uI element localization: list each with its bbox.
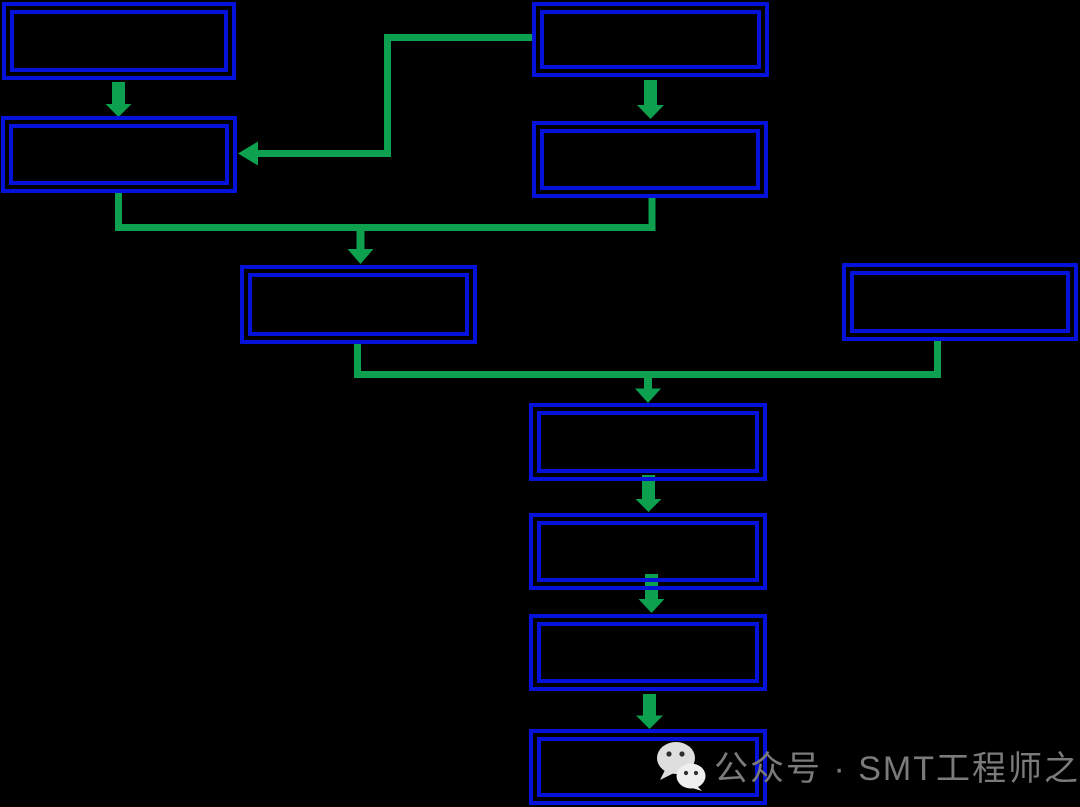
flow-node-chain-1 — [529, 403, 767, 481]
thick-arrow-down-icon — [637, 80, 664, 119]
connector-topright-to-left — [254, 34, 533, 157]
flow-node-chain-3 — [529, 614, 767, 691]
arrowhead-left-icon — [238, 141, 258, 166]
thick-arrow-down-icon — [105, 82, 132, 117]
flow-node-inner — [10, 10, 228, 72]
flow-node-chain-4 — [529, 729, 767, 805]
flow-node-inner — [9, 124, 229, 185]
flow-node-inner — [850, 271, 1070, 333]
flow-node-inner — [537, 521, 759, 582]
flow-node-top-right-1 — [532, 2, 769, 77]
arrowhead-down-icon — [635, 388, 661, 403]
flow-node-inner — [540, 129, 760, 190]
arrowhead-down-icon — [347, 249, 374, 264]
flow-node-chain-2 — [529, 513, 767, 590]
flow-node-inner — [248, 273, 469, 336]
watermark-text: 公众号 · SMT工程师之家 — [714, 749, 1080, 788]
flow-node-inner — [537, 622, 759, 683]
flow-node-middle — [240, 265, 477, 344]
flow-node-top-right-2 — [532, 121, 768, 198]
flow-node-inner — [537, 737, 759, 797]
thick-arrow-down-icon — [636, 694, 663, 729]
thick-arrow-down-icon — [635, 475, 662, 512]
connector-merge-to-middle — [115, 192, 656, 231]
connector-merge-to-chain — [354, 340, 941, 378]
wechat-icon — [657, 742, 706, 791]
watermark: 公众号 · SMT工程师之家 — [656, 739, 1080, 791]
flow-node-right-side — [842, 263, 1078, 341]
thick-arrow-down-icon — [638, 574, 665, 613]
flow-node-inner — [540, 10, 761, 69]
flow-node-top-left-2 — [1, 116, 237, 193]
flow-node-inner — [537, 411, 759, 473]
flow-node-top-left-1 — [2, 2, 236, 80]
